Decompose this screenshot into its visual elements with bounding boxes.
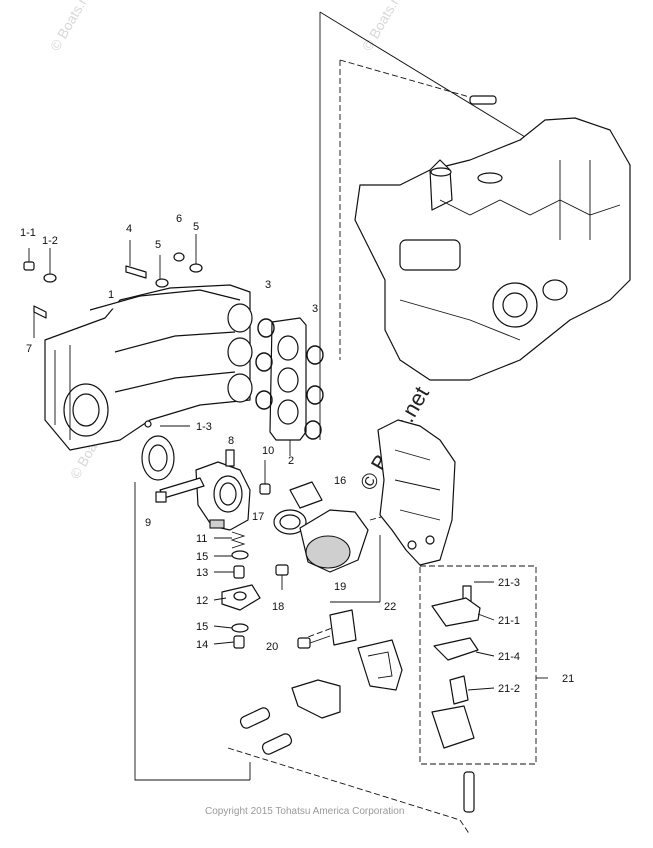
callout-1: 1 (108, 289, 114, 301)
leader-lines (134, 11, 548, 836)
watermark-top-right: © Boats.net (359, 0, 410, 54)
callout-5b: 5 (193, 221, 199, 233)
callout-14: 14 (196, 639, 208, 651)
manifold-gasket (269, 317, 307, 441)
callout-labels: 1-1 1-2 4 6 5 5 1 3 3 7 1-3 2 8 10 9 16 … (20, 213, 574, 695)
callout-21: 21 (562, 673, 574, 685)
callout-21-2: 21-2 (498, 683, 520, 695)
throttle-body (155, 449, 251, 531)
callout-5a: 5 (155, 239, 161, 251)
watermark-top-left: © Boats.net (47, 0, 98, 54)
o-rings (255, 318, 324, 440)
callout-9: 9 (145, 517, 151, 529)
callout-10: 10 (262, 445, 274, 457)
engine-block (354, 95, 631, 381)
callout-1-2: 1-2 (42, 235, 58, 247)
callout-7: 7 (26, 343, 32, 355)
silencer-parts (273, 481, 369, 590)
callout-22: 22 (384, 601, 396, 613)
callout-6: 6 (176, 213, 182, 225)
callout-3b: 3 (312, 303, 318, 315)
callout-1-1: 1-1 (20, 227, 36, 239)
callout-12: 12 (196, 595, 208, 607)
callout-2: 2 (288, 455, 294, 467)
callout-15b: 15 (196, 621, 208, 633)
throttle-gasket (141, 435, 175, 481)
callout-21-4: 21-4 (498, 651, 520, 663)
callout-21-1: 21-1 (498, 615, 520, 627)
callout-21-3: 21-3 (498, 577, 520, 589)
group-21 (419, 565, 537, 813)
lower-mid-parts (239, 609, 403, 755)
bolt-10 (259, 460, 271, 495)
throttle-small-parts (221, 531, 261, 649)
callout-leaders (160, 425, 495, 691)
callout-16: 16 (334, 475, 346, 487)
callout-8: 8 (228, 435, 234, 447)
copyright-text: Copyright 2015 Tohatsu America Corporati… (205, 806, 404, 817)
callout-13: 13 (196, 567, 208, 579)
mounting-bracket (377, 419, 456, 566)
callout-20: 20 (266, 641, 278, 653)
callout-3a: 3 (265, 279, 271, 291)
callout-11: 11 (196, 533, 207, 545)
callout-1-3: 1-3 (196, 421, 212, 433)
callout-18: 18 (272, 601, 284, 613)
bolts-upper (23, 234, 203, 428)
callout-15a: 15 (196, 551, 208, 563)
callout-19: 19 (334, 581, 346, 593)
callout-17: 17 (252, 511, 264, 523)
callout-4: 4 (126, 223, 132, 235)
intake-manifold (44, 284, 253, 451)
